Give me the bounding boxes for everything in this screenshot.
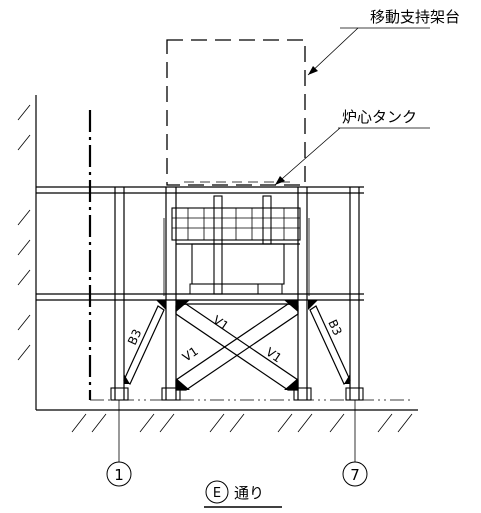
section-title: E 通り [204, 480, 282, 508]
section-title-suffix: 通り [234, 484, 264, 502]
core-tank [171, 195, 301, 295]
axis-marker-7: 7 [342, 400, 368, 487]
section-title-letter: E [213, 486, 221, 501]
brace-label-v1-top: V1 [210, 313, 231, 333]
brace-label-v1-left: V1 [180, 344, 201, 364]
columns [114, 187, 360, 400]
base-plates [110, 387, 364, 401]
leader-lines [274, 27, 430, 186]
wall-hatching [17, 95, 37, 410]
cross-braces [175, 300, 299, 391]
support-frame-label: 移動支持架台 [370, 8, 460, 26]
floor-hatching [36, 399, 418, 433]
axis-marker-1-label: 1 [114, 466, 124, 484]
side-braces [123, 300, 351, 385]
core-tank-label: 炉心タンク [342, 108, 417, 126]
brace-label-v1-right: V1 [263, 345, 284, 365]
axis-marker-1: 1 [106, 400, 132, 487]
support-frame-outline [166, 39, 306, 186]
brace-label-b3-left: B3 [125, 327, 144, 347]
axis-marker-7-label: 7 [350, 466, 360, 484]
brace-label-b3-right: B3 [325, 317, 344, 337]
